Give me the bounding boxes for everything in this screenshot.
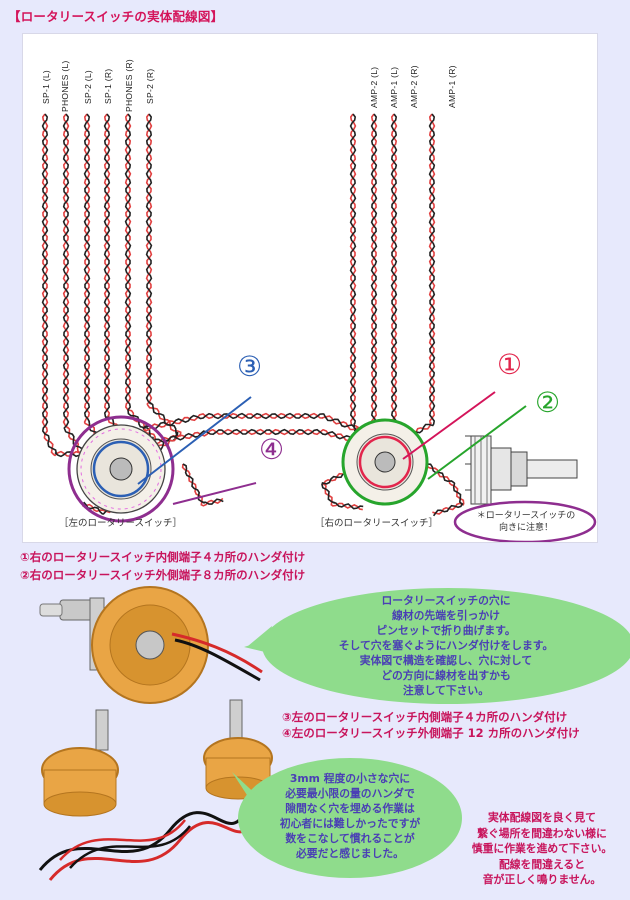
left-wire-6-red-strand [131, 113, 182, 465]
inner-terminals-highlight-left [92, 440, 150, 498]
leader-line-1 [402, 391, 496, 460]
left-wire-1-red-strand [41, 113, 104, 458]
left-rotary-switch [67, 415, 175, 523]
page-title: 【ロータリースイッチの実体配線図】 [8, 9, 224, 24]
speech-bubble-top [262, 588, 630, 704]
right-outer-2-black-strand [321, 473, 364, 510]
left-wire-1-black-strand [41, 113, 104, 458]
left-wire-6-black-strand [133, 113, 179, 469]
step-4-text: ④左のロータリースイッチ外側端子 12 カ所のハンダ付け [282, 726, 580, 740]
left-wire-2-red-strand [62, 113, 109, 463]
outer-terminals-highlight-right [341, 418, 429, 506]
speech-bubble-bottom [238, 758, 462, 878]
left-wire-5-red-strand [124, 113, 156, 461]
crossover-4-black-strand [182, 463, 224, 505]
left-wire-3-black-strand [83, 113, 117, 467]
leader-line-2 [427, 405, 527, 480]
marker-4: ④ [259, 433, 284, 466]
bubble-top-text: ロータリースイッチの穴に 線材の先端を引っかけ ピンセットで折り曲げます。 そし… [338, 594, 554, 697]
photo-single-switch [39, 586, 263, 704]
photo-wired-switch-pair [38, 699, 273, 881]
marker-2: ② [535, 386, 560, 419]
left-switch-caption: ［左のロータリースイッチ］ [59, 518, 183, 529]
step-3-text: ③左のロータリースイッチ内側端子４カ所のハンダ付け [282, 710, 568, 724]
right-wire-1-black-strand [349, 113, 368, 446]
bottom-caution-note: 実体配線図を良く見て 繋ぐ場所を間違わない様に 慎重に作業を進めて下さい。 配線… [471, 811, 613, 886]
right-outer-1-red-strand [426, 463, 465, 515]
outer-terminals-highlight-left [67, 415, 175, 523]
right-outer-1-black-strand [426, 463, 464, 517]
step-1-text: ①右のロータリースイッチ内側端子４カ所のハンダ付け [20, 550, 306, 564]
wire-bundle [41, 113, 465, 517]
marker-3: ③ [237, 350, 262, 383]
left-wire-2-black-strand [62, 113, 110, 462]
right-switch-caption: ［右のロータリースイッチ］ [315, 518, 439, 529]
step-2-text: ②右のロータリースイッチ外側端子８カ所のハンダ付け [20, 568, 306, 582]
switch-side-view [465, 435, 578, 505]
left-wire-4-black-strand [103, 113, 131, 454]
right-wire-4-black-strand [392, 113, 436, 447]
inner-terminals-highlight-right [358, 435, 412, 489]
right-wire-2-black-strand [370, 113, 379, 445]
bubble-bottom-text: 3mm 程度の小さな穴に 必要最小限の量のハンダで 隙間なく穴を埋める作業は 初… [279, 772, 421, 860]
right-wire-4-red-strand [390, 113, 436, 445]
leader-line-3 [137, 396, 252, 485]
warning-outline [453, 500, 597, 542]
marker-1: ① [497, 348, 522, 381]
wiring-diagram-panel: ③ ④ ① ② SP-1 (L) PHONES (L) SP-2 (L) SP-… [22, 33, 598, 543]
crossover-2-black-strand [152, 428, 379, 448]
right-wire-3-black-strand [381, 113, 398, 444]
leader-line-4 [172, 482, 257, 505]
orientation-warning: ＊ロータリースイッチの 向きに注意！ [476, 511, 576, 533]
wiring-diagram: ③ ④ ① ② [41, 113, 597, 542]
crossover-1-black-strand [142, 412, 370, 434]
right-rotary-switch [341, 418, 429, 506]
